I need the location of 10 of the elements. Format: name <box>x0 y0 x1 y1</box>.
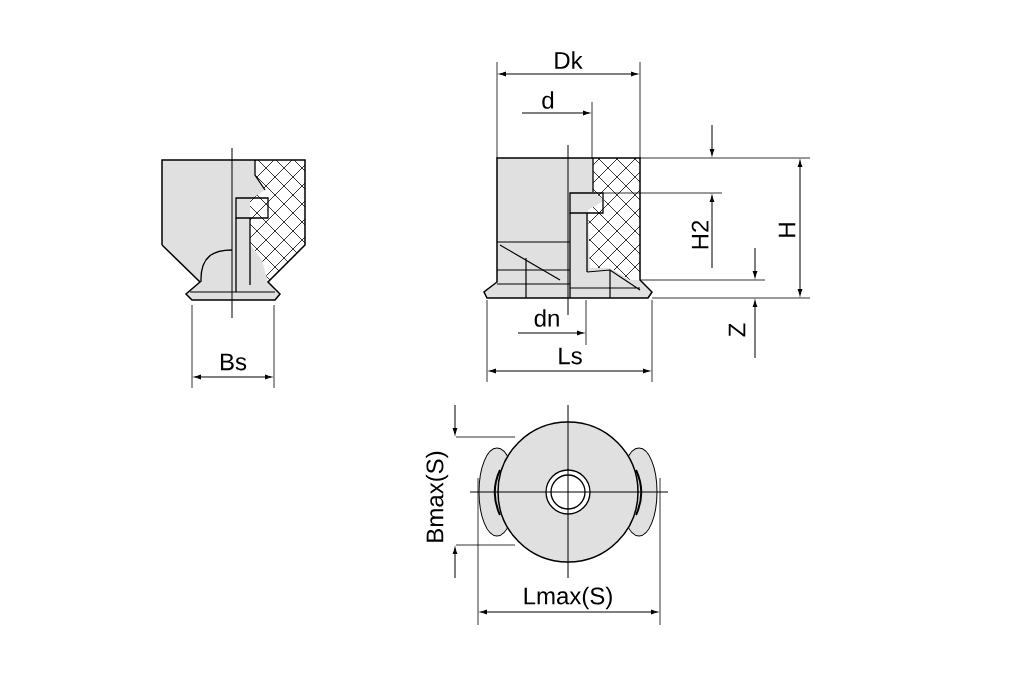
dimension-label: H <box>778 223 796 237</box>
dimension-label: Bs <box>221 353 247 371</box>
dimension-label: Lmax(S) <box>524 586 612 610</box>
dimension-label: dn <box>534 309 559 327</box>
dimension-label: Bmax(S) <box>425 451 449 542</box>
dimension-label: d <box>542 91 554 109</box>
dimension-label: Dk <box>555 51 583 69</box>
dimension-label: H2 <box>691 220 709 249</box>
dimension-label: Ls <box>559 347 582 365</box>
dimension-label: Z <box>728 323 746 337</box>
